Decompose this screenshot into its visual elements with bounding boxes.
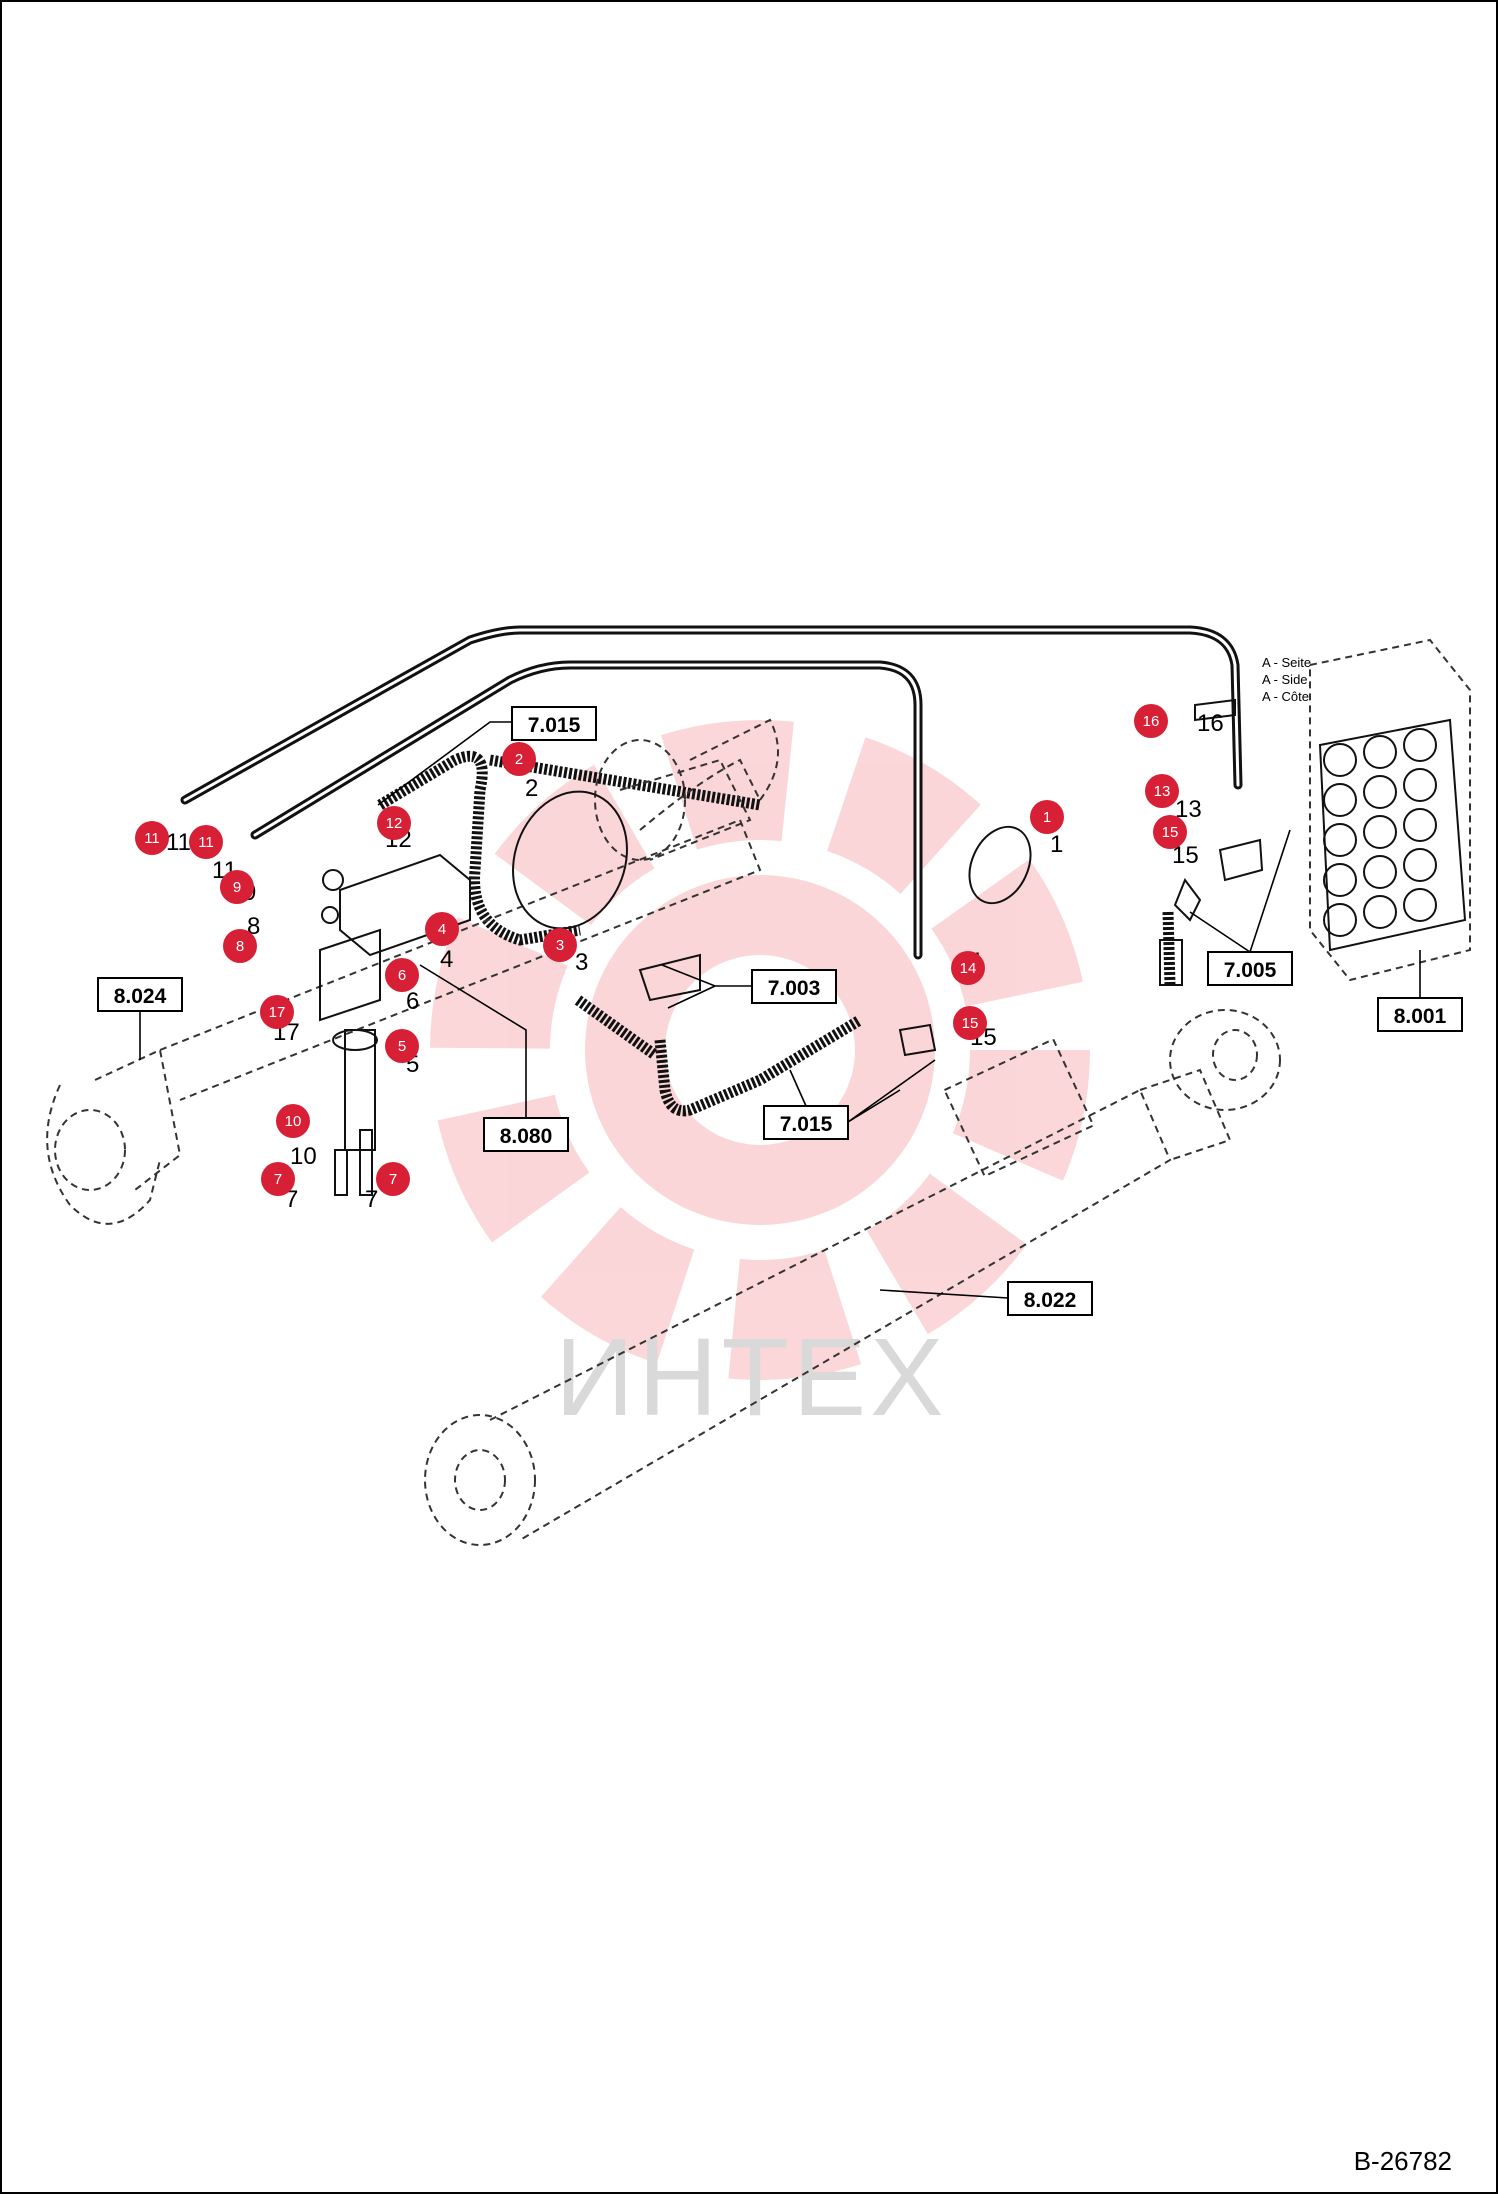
svg-text:7.005: 7.005 <box>1224 959 1277 982</box>
ref-7003: 7.003 <box>661 964 837 1009</box>
svg-text:7: 7 <box>274 1171 282 1188</box>
svg-text:8.080: 8.080 <box>500 1125 553 1148</box>
callout-1: 1 <box>1030 800 1064 834</box>
svg-text:A - Côte: A - Côte <box>1262 689 1309 704</box>
ref-8001: 8.001 <box>1377 950 1463 1032</box>
svg-text:10: 10 <box>285 1113 302 1130</box>
callout-15b: 15 <box>953 1006 987 1040</box>
ref-8024: 8.024 <box>97 977 183 1060</box>
svg-text:6: 6 <box>406 988 419 1015</box>
svg-text:2: 2 <box>525 775 538 802</box>
diagram-id: B-26782 <box>1354 2146 1452 2176</box>
callout-5: 5 <box>385 1029 419 1063</box>
svg-text:11: 11 <box>144 830 160 847</box>
callout-7b: 7 <box>376 1162 410 1196</box>
callout-11a: 11 <box>135 821 169 855</box>
callout-4: 4 <box>425 912 459 946</box>
svg-text:8.024: 8.024 <box>114 985 167 1008</box>
svg-text:11: 11 <box>198 834 214 851</box>
valve-block-left <box>319 853 471 1196</box>
callout-12: 12 <box>377 806 411 840</box>
ref-7005: 7.005 <box>1189 829 1293 986</box>
svg-text:8.022: 8.022 <box>1024 1289 1077 1312</box>
svg-text:15: 15 <box>962 1015 979 1032</box>
control-valve-bank <box>1309 638 1471 982</box>
svg-text:15: 15 <box>1162 824 1179 841</box>
callout-16: 16 <box>1134 704 1168 738</box>
svg-text:12: 12 <box>386 815 403 832</box>
boom-cylinder-upper <box>46 718 779 1225</box>
svg-text:14: 14 <box>960 960 977 977</box>
svg-text:3: 3 <box>575 949 588 976</box>
ref-8022: 8.022 <box>879 1281 1093 1316</box>
svg-text:2: 2 <box>515 751 523 768</box>
ref-8080: 8.080 <box>419 964 569 1152</box>
callout-6: 6 <box>385 958 419 992</box>
svg-text:7: 7 <box>389 1171 397 1188</box>
callout-2: 2 <box>502 742 536 776</box>
callout-15a: 15 <box>1153 815 1187 849</box>
watermark-text: ИНТЕХ <box>555 1316 947 1439</box>
svg-text:4: 4 <box>438 921 446 938</box>
callout-17: 17 <box>260 995 294 1029</box>
svg-text:17: 17 <box>269 1004 286 1021</box>
svg-text:4: 4 <box>440 946 453 973</box>
svg-text:16: 16 <box>1197 710 1224 737</box>
svg-text:13: 13 <box>1154 783 1171 800</box>
svg-text:7.015: 7.015 <box>528 714 581 737</box>
ref-7015-top: 7.015 <box>377 706 597 806</box>
svg-text:7.003: 7.003 <box>768 977 821 1000</box>
callout-markers: 1 2 3 4 5 6 7 7 8 9 10 11 11 12 13 14 15… <box>135 704 1187 1196</box>
svg-text:8.001: 8.001 <box>1394 1005 1447 1028</box>
svg-text:7: 7 <box>285 1186 298 1213</box>
ref-7015-mid: 7.015 <box>763 1059 936 1140</box>
watermark-logo <box>430 720 1090 1380</box>
svg-text:A - Seite: A - Seite <box>1262 655 1311 670</box>
callout-7a: 7 <box>261 1162 295 1196</box>
hose-lines <box>180 625 1243 1117</box>
callout-11b: 11 <box>189 825 223 859</box>
side-legend: A - Seite A - Side A - Côte <box>1262 655 1311 704</box>
svg-text:9: 9 <box>233 879 241 896</box>
svg-text:6: 6 <box>398 967 406 984</box>
callout-14: 14 <box>951 951 985 985</box>
svg-text:1: 1 <box>1050 831 1063 858</box>
fittings <box>638 698 1264 1057</box>
hose-clamp <box>512 758 1032 930</box>
svg-text:10: 10 <box>290 1143 317 1170</box>
svg-text:8: 8 <box>236 938 244 955</box>
svg-text:A - Side: A - Side <box>1262 672 1308 687</box>
callout-9: 9 <box>220 870 254 904</box>
callout-13: 13 <box>1145 774 1179 808</box>
svg-text:3: 3 <box>556 937 564 954</box>
svg-text:1: 1 <box>1043 809 1051 826</box>
callout-10: 10 <box>276 1104 310 1138</box>
boom-cylinder-lower <box>424 1009 1281 1546</box>
callout-3: 3 <box>543 928 577 962</box>
svg-text:5: 5 <box>398 1038 406 1055</box>
svg-text:7: 7 <box>365 1186 378 1213</box>
svg-text:7.015: 7.015 <box>780 1113 833 1136</box>
callout-8: 8 <box>223 929 257 963</box>
svg-text:11: 11 <box>166 829 191 856</box>
svg-text:16: 16 <box>1143 713 1160 730</box>
